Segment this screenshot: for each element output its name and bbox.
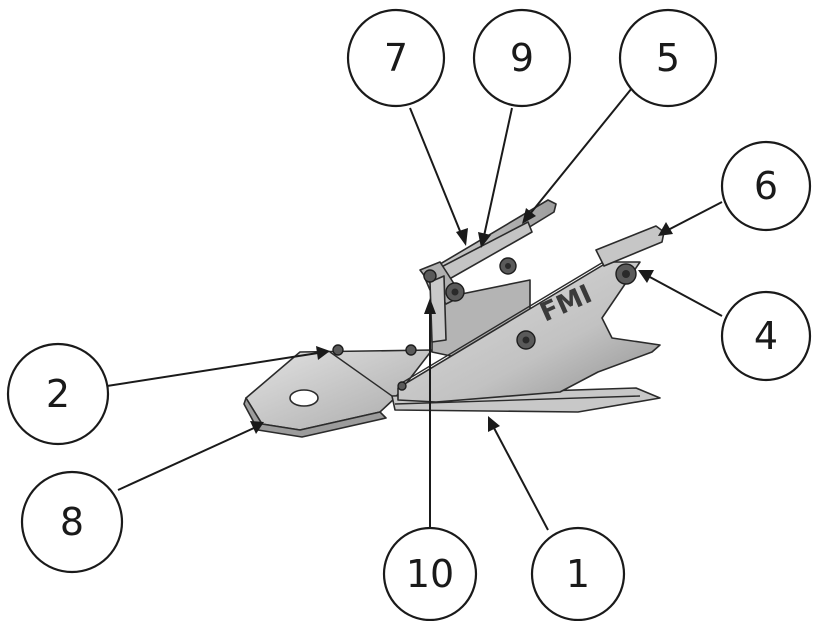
balloon-7: 7 bbox=[346, 8, 446, 108]
plate-fold-line bbox=[329, 351, 393, 397]
balloon-1: 1 bbox=[530, 526, 626, 621]
leader-2 bbox=[106, 352, 319, 387]
arrow-4 bbox=[638, 270, 654, 283]
base-plate-edge bbox=[243, 397, 387, 438]
balloon-5-label: 5 bbox=[656, 36, 680, 80]
leader-6 bbox=[667, 201, 723, 231]
balloon-9: 9 bbox=[472, 8, 572, 108]
arrow-2 bbox=[316, 346, 330, 360]
bolt-clamp bbox=[423, 269, 437, 283]
arrow-10 bbox=[424, 298, 436, 314]
balloon-2: 2 bbox=[6, 342, 110, 446]
bracket-assembly: FMI bbox=[243, 199, 665, 438]
balloon-7-label: 7 bbox=[384, 36, 408, 80]
bolt-upper-left bbox=[445, 282, 465, 302]
leader-7 bbox=[409, 107, 463, 237]
bolt-top-right bbox=[615, 263, 637, 285]
balloon-6-label: 6 bbox=[754, 164, 778, 208]
leader-8 bbox=[117, 427, 255, 491]
balloon-9-label: 9 bbox=[510, 36, 534, 80]
balloon-6: 6 bbox=[720, 140, 812, 232]
leader-4 bbox=[647, 275, 723, 317]
balloon-8: 8 bbox=[20, 470, 124, 574]
leader-9 bbox=[483, 107, 513, 237]
balloon-2-label: 2 bbox=[46, 372, 70, 416]
balloon-10: 10 bbox=[382, 526, 478, 621]
upper-vertical bbox=[429, 275, 447, 343]
arrow-1 bbox=[488, 416, 500, 432]
screw-right bbox=[405, 344, 417, 356]
screw-left bbox=[332, 344, 344, 356]
arrow-6 bbox=[658, 222, 673, 236]
upper-arm-9 bbox=[423, 221, 533, 291]
mounting-hole bbox=[289, 389, 319, 407]
leader-5 bbox=[529, 87, 633, 215]
plate-rivet bbox=[397, 381, 407, 391]
balloon-8-label: 8 bbox=[60, 500, 84, 544]
leader-1 bbox=[493, 427, 549, 531]
bolt-gusset-center bbox=[516, 330, 536, 350]
arrow-8 bbox=[250, 421, 264, 434]
bolt-upper-arm bbox=[499, 257, 517, 275]
balloon-10-label: 10 bbox=[406, 552, 454, 596]
balloon-4: 4 bbox=[720, 290, 812, 382]
balloon-4-label: 4 bbox=[754, 314, 778, 358]
balloon-1-label: 1 bbox=[566, 552, 590, 596]
arrow-5 bbox=[522, 208, 536, 224]
arrow-9 bbox=[478, 232, 491, 248]
balloon-5: 5 bbox=[618, 8, 718, 108]
arrow-7 bbox=[456, 228, 468, 246]
end-tab bbox=[595, 225, 665, 267]
leader-lines bbox=[106, 87, 723, 531]
gusset-top-edge bbox=[399, 257, 611, 385]
